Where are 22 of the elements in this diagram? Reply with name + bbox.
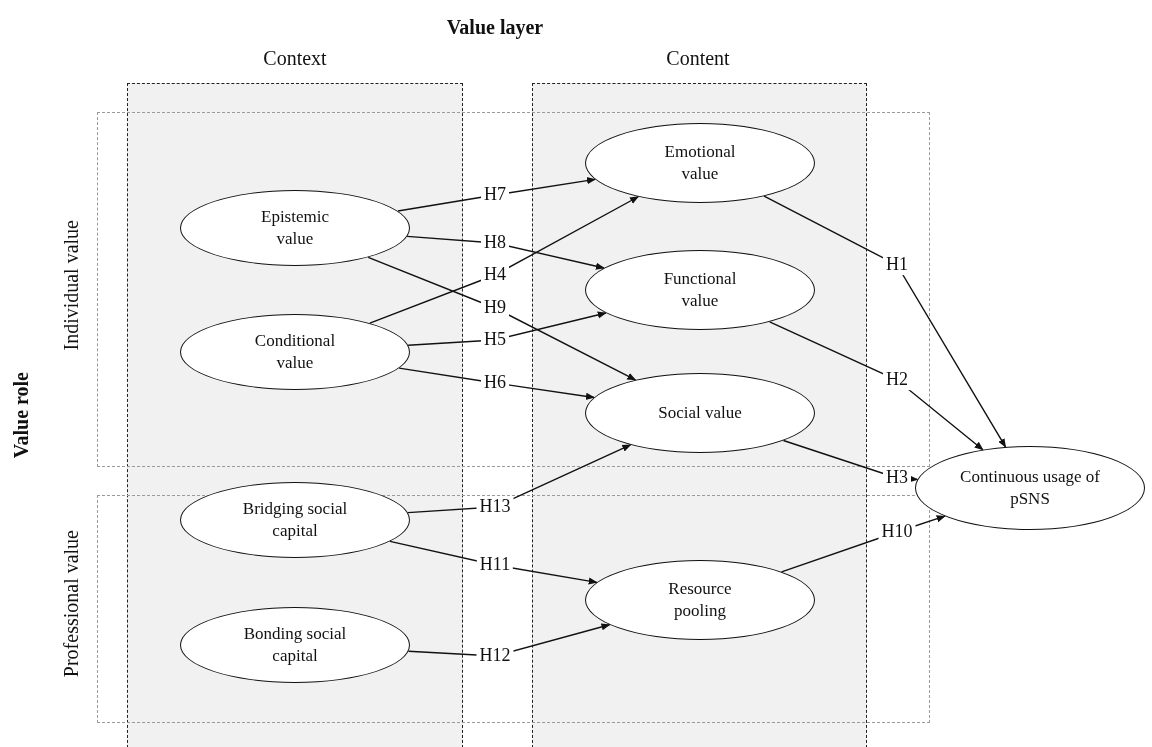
construct-label: Emotional value	[663, 140, 737, 185]
column-heading: Context	[262, 47, 328, 70]
construct-label: Functional value	[662, 267, 738, 312]
diagram-title: Value layer	[445, 16, 545, 39]
arrow	[369, 196, 640, 324]
construct-label: Resource pooling	[667, 577, 733, 622]
edge-label: H2	[883, 370, 911, 390]
construct-label: Social value	[658, 401, 742, 424]
edge-label: H4	[481, 265, 509, 285]
construct-label: Bridging social capital	[241, 497, 349, 542]
row-heading: Individual value	[60, 220, 83, 351]
construct-label: Conditional value	[253, 329, 337, 374]
arrow	[763, 195, 1007, 448]
edge-label: H10	[878, 522, 916, 542]
arrow	[367, 256, 637, 381]
construct-label: Continuous usage of pSNS	[960, 465, 1100, 510]
construct-label: Bonding social capital	[242, 622, 348, 667]
column-heading: Content	[665, 47, 731, 70]
axis-title: Value role	[10, 372, 33, 459]
row-heading: Professional value	[60, 530, 83, 678]
edge-label: H9	[481, 298, 509, 318]
construct-label: Epistemic value	[260, 205, 330, 250]
